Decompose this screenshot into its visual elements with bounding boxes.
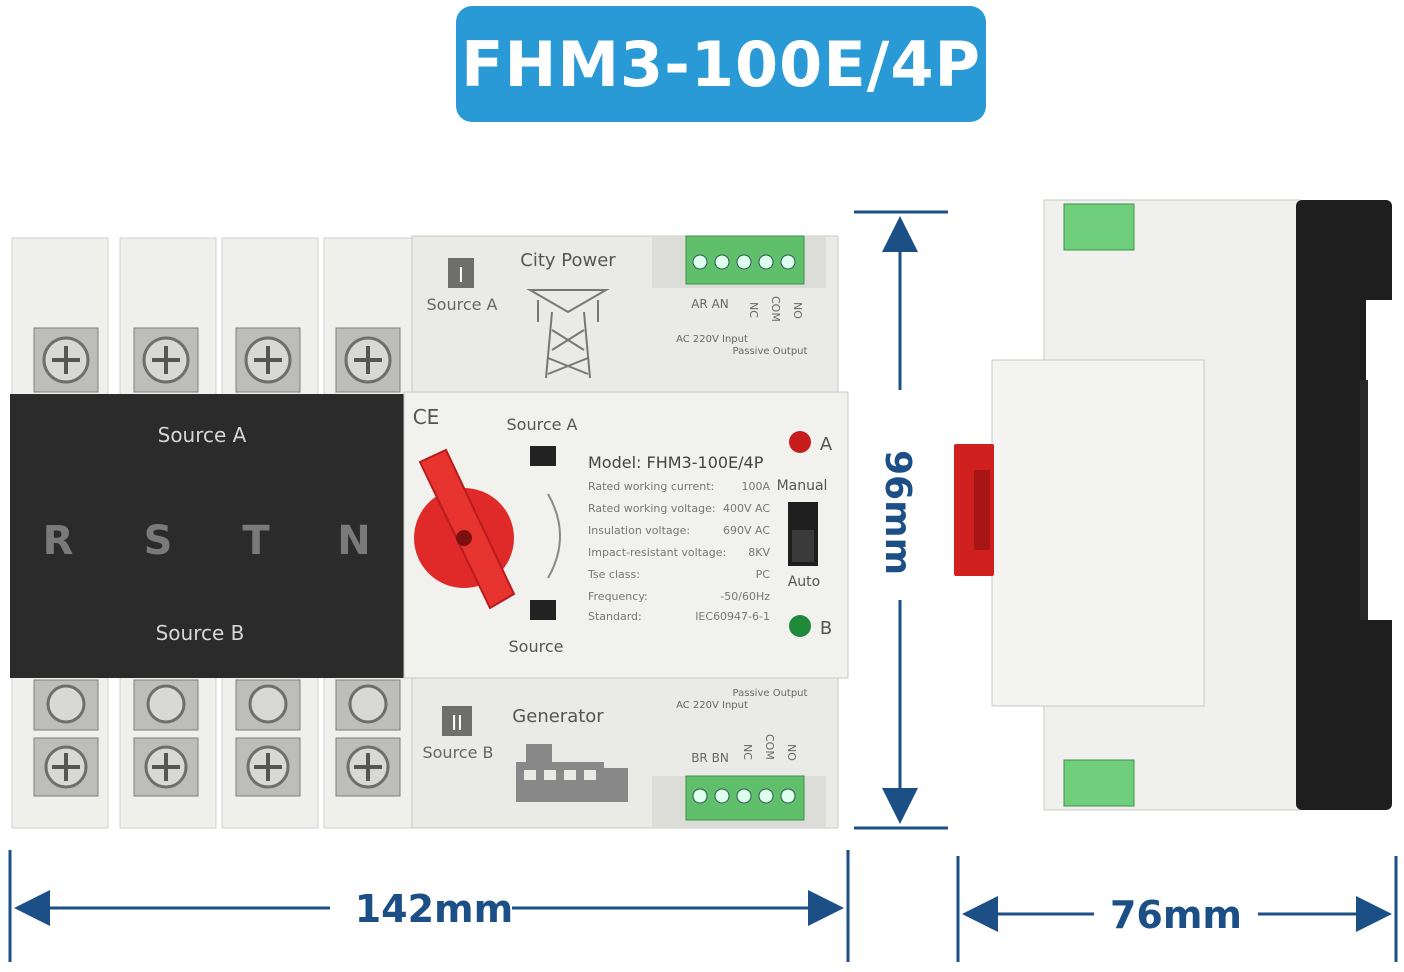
top-source-label: Source A <box>427 295 498 314</box>
center-switch-module: CE Source A Source Model: FHM3-100E/4P R… <box>403 391 849 679</box>
indicator-b-led <box>789 615 811 637</box>
manual-label: Manual <box>777 478 828 494</box>
roman-two: II <box>451 711 463 735</box>
indicator-a-led <box>789 431 811 453</box>
bottom-terminal-nc: NC <box>741 744 754 760</box>
spec-value: PC <box>756 568 771 581</box>
panel-source-b-label: Source B <box>156 621 245 645</box>
dimension-height: 96mm <box>854 210 948 830</box>
side-view <box>954 199 1404 811</box>
spec-table: Rated working current: 100A Rated workin… <box>587 480 770 623</box>
dimension-width: 142mm <box>8 850 850 962</box>
spec-label: Frequency: <box>588 590 648 603</box>
top-terminal-passive: Passive Output <box>733 346 808 357</box>
top-terminal-input: AC 220V Input <box>676 334 748 345</box>
spec-value: 100A <box>741 480 770 493</box>
model-line: Model: FHM3-100E/4P <box>588 453 764 472</box>
dimension-depth: 76mm <box>956 856 1398 962</box>
indicator-a-label: A <box>820 434 833 455</box>
bottom-terminal-no: NO <box>785 744 798 761</box>
top-screws <box>33 327 401 393</box>
phase-t-label: T <box>242 518 270 564</box>
spec-value: 400V AC <box>723 502 770 515</box>
generator-icon <box>516 744 628 802</box>
window-a <box>530 446 556 466</box>
bottom-terminal-input: AC 220V Input <box>676 700 748 711</box>
indicator-b-label: B <box>820 618 832 639</box>
bottom-terminal-block <box>685 775 805 821</box>
spec-value: 690V AC <box>723 524 770 537</box>
height-dimension-label: 96mm <box>877 450 918 575</box>
spec-label: Impact-resistant voltage: <box>588 546 726 559</box>
switch-bottom-label: Source <box>509 637 564 656</box>
roman-one: I <box>458 263 464 287</box>
spec-label: Standard: <box>588 610 642 623</box>
width-dimension-label: 142mm <box>355 887 514 931</box>
black-phase-panel: Source A R S T N Source B <box>10 394 410 678</box>
phase-s-label: S <box>144 518 173 564</box>
switch-top-label: Source A <box>507 415 578 434</box>
rotary-knob <box>414 448 516 610</box>
bottom-terminal-passive: Passive Output <box>733 688 808 699</box>
spec-label: Tse class: <box>587 568 640 581</box>
depth-dimension-label: 76mm <box>1110 893 1242 937</box>
bottom-source-label: Source B <box>422 743 493 762</box>
spec-value: -50/60Hz <box>720 590 770 603</box>
top-terminal-block <box>685 235 805 285</box>
top-source-module: I Source A City Power AR AN AC 220V Inpu… <box>411 235 839 393</box>
city-power-label: City Power <box>520 250 616 271</box>
top-terminal-no: NO <box>791 302 804 319</box>
ce-mark: CE <box>413 405 440 429</box>
power-tower-icon <box>526 289 610 379</box>
bottom-terminal-com: COM <box>763 734 776 760</box>
top-terminal-nc: NC <box>747 302 760 318</box>
panel-source-a-label: Source A <box>158 423 247 447</box>
window-b <box>530 600 556 620</box>
spec-label: Rated working current: <box>588 480 714 493</box>
title-badge: FHM3-100E/4P <box>456 6 986 122</box>
spec-label: Insulation voltage: <box>588 524 690 537</box>
terminal-br-bn: BR BN <box>691 751 729 765</box>
top-terminal-com: COM <box>769 296 782 322</box>
spec-value: 8KV <box>748 546 770 559</box>
bottom-source-module: II Source B Generator AC 220V Input Pass… <box>411 677 839 829</box>
roman-two-box <box>442 706 472 736</box>
auto-label: Auto <box>788 574 821 590</box>
bottom-screws <box>33 679 401 797</box>
phase-n-label: N <box>337 518 370 564</box>
phase-r-label: R <box>43 518 74 564</box>
spec-value: IEC60947-6-1 <box>695 610 770 623</box>
roman-one-box <box>448 258 474 288</box>
spec-label: Rated working voltage: <box>588 502 716 515</box>
generator-label: Generator <box>512 706 604 727</box>
terminal-ar-an: AR AN <box>691 297 729 311</box>
product-title: FHM3-100E/4P <box>461 27 981 101</box>
